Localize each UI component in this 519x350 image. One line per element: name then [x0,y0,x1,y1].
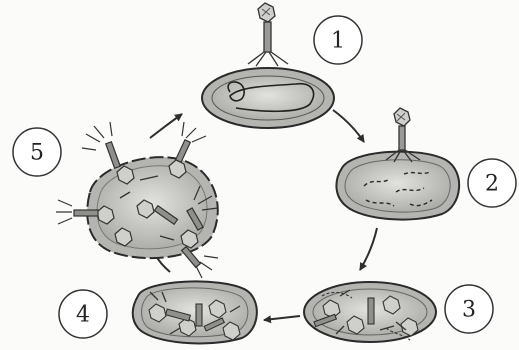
step-1-label: 1 [331,29,345,54]
step-2-label: 2 [485,172,499,197]
stage-3-synthesis: 3 [304,282,493,342]
step-5-label: 5 [30,141,44,166]
arrow-5-to-1 [150,114,182,138]
arrow-1-to-2 [333,110,364,142]
bacterium-cell-1 [202,68,334,128]
step-3-label: 3 [462,298,476,323]
stage-5-lysis: 5 [13,122,218,278]
stage-4-assembly: 4 [59,281,257,343]
step-4-label: 4 [76,303,90,328]
arrow-2-to-3 [360,228,377,270]
arrow-3-to-4 [264,316,300,320]
bacteriophage-1 [248,3,288,66]
bacterium-cell-2 [336,152,459,220]
stage-1-attachment: 1 [202,3,362,128]
stage-2-injection: 2 [336,108,516,220]
